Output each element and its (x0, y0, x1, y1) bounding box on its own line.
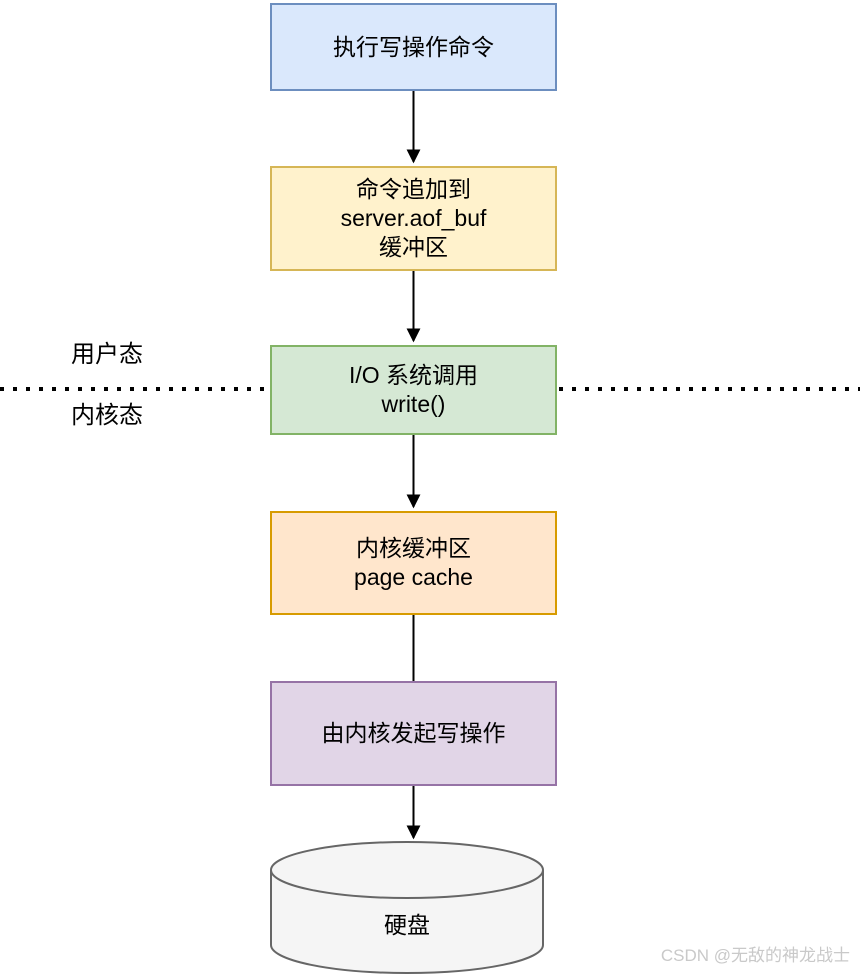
node-kernel-initiated-write: 由内核发起写操作 (270, 681, 557, 786)
disk-label: 硬盘 (384, 912, 430, 938)
watermark-text: CSDN @无敌的神龙战士 (660, 946, 850, 965)
disk-cylinder-rim (270, 869, 544, 899)
node-aof-buffer: 命令追加到 server.aof_buf 缓冲区 (270, 166, 557, 271)
node-text-line: 缓冲区 (379, 234, 448, 260)
node-text-line: 执行写操作命令 (333, 33, 494, 60)
node-text-line: I/O 系统调用 (348, 362, 479, 388)
node-text-line: write() (381, 391, 446, 417)
node-text-line: page cache (354, 564, 473, 590)
disk-cylinder-body (270, 841, 544, 974)
node-kernel-page-cache: 内核缓冲区 page cache (270, 511, 557, 615)
node-io-system-call: I/O 系统调用 write() (270, 345, 557, 435)
node-text-line: 内核缓冲区 (356, 535, 471, 561)
kernel-mode-label: 内核态 (71, 402, 143, 429)
node-text-line: server.aof_buf (340, 205, 487, 231)
node-execute-write-command: 执行写操作命令 (270, 3, 557, 91)
node-text-line: 由内核发起写操作 (321, 720, 506, 746)
node-text-line: 命令追加到 (356, 176, 471, 202)
user-mode-label: 用户态 (71, 341, 143, 368)
